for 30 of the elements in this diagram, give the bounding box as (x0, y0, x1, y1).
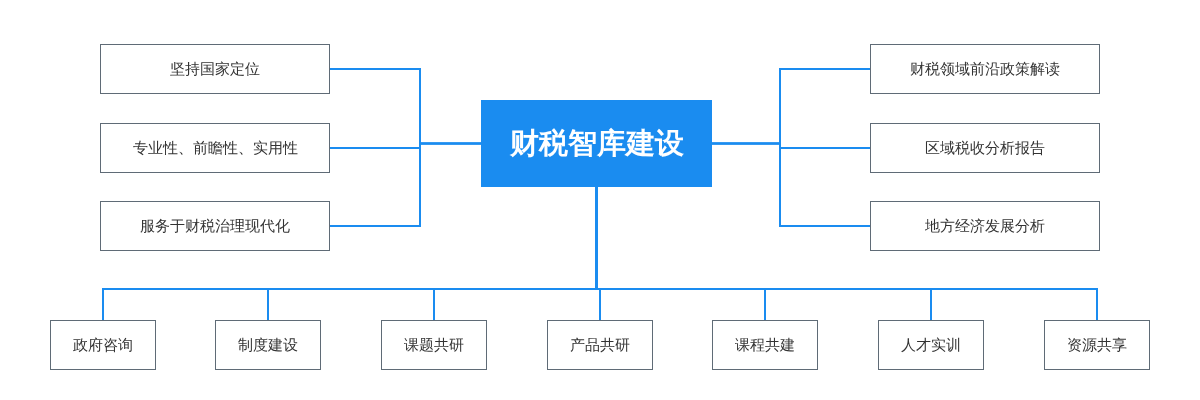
topic-box (712, 320, 818, 370)
topic-box (100, 201, 330, 251)
central-topic-box (481, 100, 712, 187)
box-label: 区域税收分析报告 (925, 138, 1045, 158)
topic-box (870, 44, 1100, 94)
connector-line (329, 142, 482, 227)
topic-box (870, 123, 1100, 173)
topic-box (100, 123, 330, 173)
box-label: 财税智库建设 (509, 124, 684, 162)
box-label: 人才实训 (901, 335, 961, 355)
box-label: 课程共建 (735, 335, 795, 355)
topic-box (1044, 320, 1150, 370)
box-label: 专业性、前瞻性、实用性 (132, 138, 298, 158)
box-label: 资源共享 (1067, 335, 1127, 355)
box-label: 坚持国家定位 (170, 59, 260, 79)
topic-box (878, 320, 984, 370)
topic-box (547, 320, 653, 370)
topic-box (215, 320, 321, 370)
topic-box (50, 320, 156, 370)
box-label: 产品共研 (570, 335, 630, 355)
box-label: 地方经济发展分析 (925, 216, 1045, 236)
topic-box (870, 201, 1100, 251)
box-label: 制度建设 (238, 335, 298, 355)
box-label: 课题共研 (404, 335, 464, 355)
connector-line (711, 142, 871, 227)
box-label: 政府咨询 (73, 335, 133, 355)
box-label: 财税领域前沿政策解读 (910, 59, 1060, 79)
box-label: 服务于财税治理现代化 (140, 216, 290, 236)
topic-box (100, 44, 330, 94)
topic-box (381, 320, 487, 370)
